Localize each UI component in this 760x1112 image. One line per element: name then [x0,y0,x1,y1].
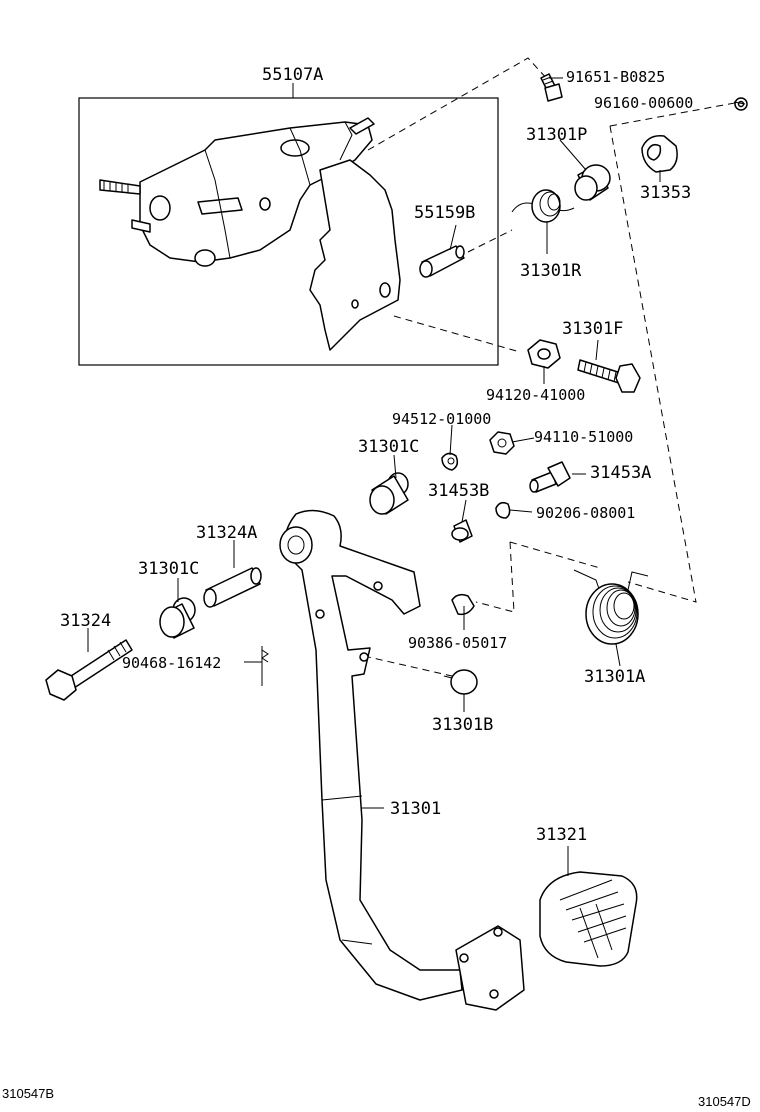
bolt-31301F [577,359,641,393]
clip-94512 [441,452,459,471]
label-31453A: 31453A [590,463,651,483]
label-55159B: 55159B [414,203,475,223]
alignment-lines [363,57,741,677]
stopper-31301B [443,669,478,695]
label-31301C-top: 31301C [358,437,419,457]
nut-94110 [489,431,515,455]
label-31301C-left: 31301C [138,559,199,579]
label-94110-51000: 94110-51000 [534,428,633,446]
label-31301B: 31301B [432,715,493,735]
label-31453B: 31453B [428,481,489,501]
label-94120-41000: 94120-41000 [486,386,585,404]
footer-code-right: 310547D [698,1094,751,1109]
label-90386-05017: 90386-05017 [408,634,507,652]
pin-90468 [261,646,269,686]
clip-96160 [734,97,748,111]
cushion-31353 [641,135,678,173]
bolt-31324 [45,639,133,701]
bracket-assembly-group [78,83,499,366]
bushing-31301C-top [369,472,409,515]
label-55107A: 55107A [262,65,323,85]
footer-code-left: 310547B [2,1086,54,1101]
nut-94120 [527,339,561,369]
clip-90206 [495,501,511,519]
label-31301R: 31301R [520,261,582,281]
clip-90386 [451,593,475,616]
return-spring-31301A [573,569,649,645]
bolt-31453A [529,461,571,493]
label-96160-00600: 96160-00600 [594,94,693,112]
label-31301A: 31301A [584,667,645,687]
label-31321: 31321 [536,825,587,845]
bushing-31301P [574,164,611,201]
label-31301: 31301 [390,799,441,819]
label-31324: 31324 [60,611,111,631]
label-31353: 31353 [640,183,691,203]
pedal-bracket [99,117,401,351]
part-labels: 55107A 91651-B0825 96160-00600 31301P 31… [60,65,693,845]
pedal-arm-31301 [279,509,525,1011]
label-31324A: 31324A [196,523,257,543]
label-91651-B0825: 91651-B0825 [566,68,665,86]
bolt-91651 [540,73,563,102]
label-31301P: 31301P [526,125,587,145]
spring-31301R [511,189,575,223]
label-31301F: 31301F [562,319,623,339]
label-90468-16142: 90468-16142 [122,654,221,672]
pedal-pad-31321 [539,871,638,967]
clevis-pin-55159B [419,245,465,278]
bracket-assembly-frame [78,97,499,366]
bushing-31301C-left [159,597,196,639]
sleeve-31324A [203,567,262,608]
label-90206-08001: 90206-08001 [536,504,635,522]
stopper-31453B [451,519,473,543]
label-94512-01000: 94512-01000 [392,410,491,428]
leader-lines [87,77,746,876]
